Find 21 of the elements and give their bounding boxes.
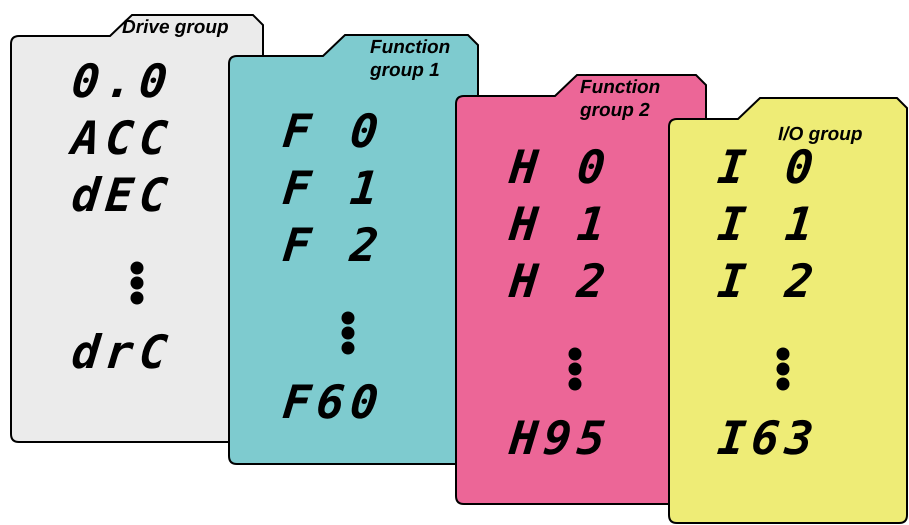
folder-card: [228, 34, 480, 466]
display-code: H 0: [507, 142, 614, 192]
folder-card: [668, 97, 909, 525]
card-heading: Function group 1: [370, 36, 452, 82]
display-code: I 1: [715, 199, 822, 249]
display-code: F 2: [280, 220, 387, 270]
display-code: I63: [715, 413, 822, 463]
display-code: drC: [69, 327, 176, 377]
display-code: H 1: [507, 199, 614, 249]
display-code: I 2: [715, 256, 822, 306]
display-code: H 2: [507, 256, 614, 306]
card-heading: I/O group: [778, 123, 864, 146]
display-code: F60: [280, 377, 387, 427]
card-heading: Drive group: [122, 16, 230, 39]
display-code: F 0: [280, 106, 387, 156]
card-heading: Function group 2: [580, 76, 662, 122]
display-code: dEC: [69, 170, 176, 220]
display-code: F 1: [280, 163, 387, 213]
display-code: ACC: [69, 113, 176, 163]
display-code: 0.0: [69, 56, 176, 106]
display-code: H95: [507, 413, 614, 463]
